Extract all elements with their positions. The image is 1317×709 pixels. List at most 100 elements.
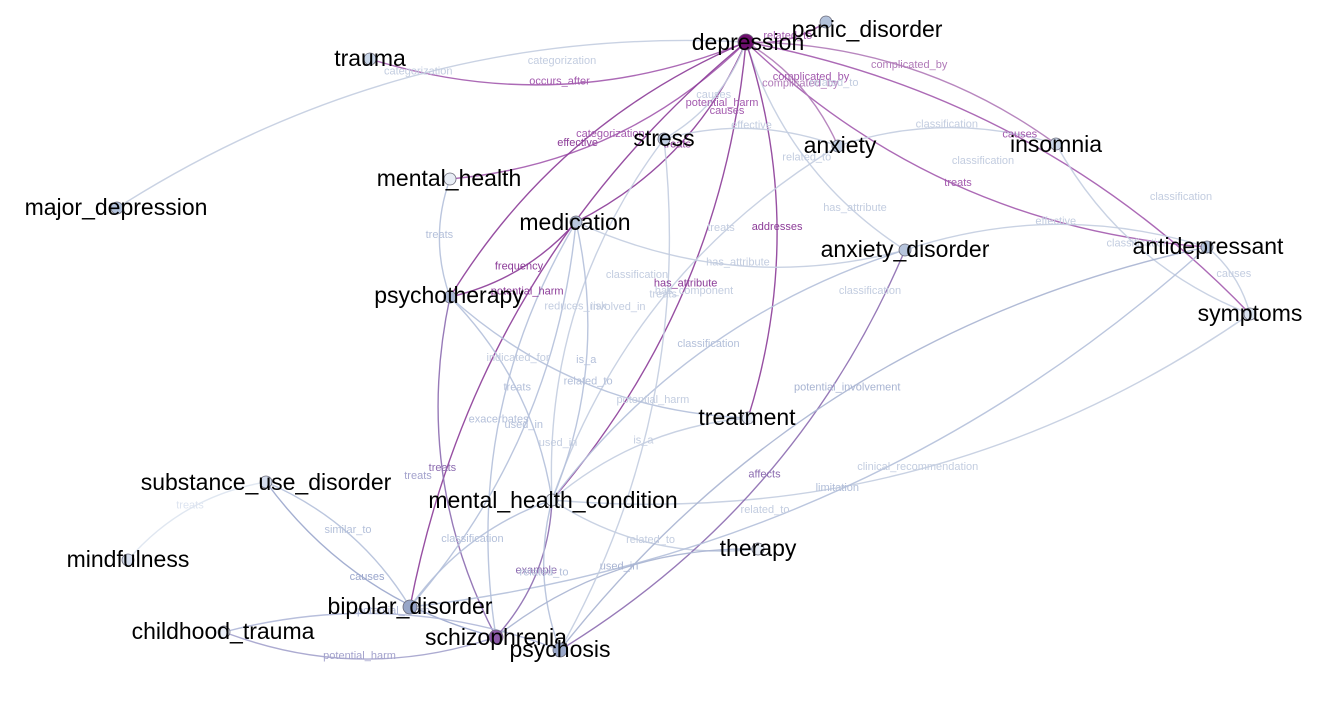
node-label-antidepressant: antidepressant bbox=[1133, 233, 1284, 259]
node-label-trauma: trauma bbox=[334, 45, 406, 71]
edge-anxiety-to-insomnia bbox=[837, 126, 1057, 147]
node-label-childhood-trauma: childhood_trauma bbox=[132, 618, 315, 644]
node-dot-depression bbox=[737, 33, 755, 51]
edge-depression-to-anxiety bbox=[745, 41, 839, 147]
edge-medication-to-bipolar-disorder bbox=[409, 221, 577, 608]
node-anxiety: anxiety bbox=[804, 132, 877, 158]
edge-label-involved-in: involved_in bbox=[590, 301, 645, 313]
node-depression: depression bbox=[692, 29, 805, 55]
edge-label-classification: classification bbox=[952, 155, 1014, 167]
edge-substance-use-disorder-to-bipolar-disorder bbox=[265, 481, 411, 608]
node-label-psychosis: psychosis bbox=[510, 636, 611, 662]
node-dot-insomnia bbox=[1049, 137, 1063, 151]
node-dot-treatment bbox=[741, 411, 755, 425]
edge-label-related-to: related_to bbox=[564, 375, 613, 387]
edge-medication-to-schizophrenia bbox=[487, 221, 577, 638]
edge-label-treats: treats bbox=[663, 138, 691, 150]
edge-label-frequency: frequency bbox=[495, 261, 544, 273]
edge-label-effective: effective bbox=[557, 137, 598, 149]
edge-label-exacerbates: exacerbates bbox=[469, 413, 529, 425]
edge-antidepressant-to-psychosis bbox=[559, 246, 1208, 651]
node-dot-psychotherapy bbox=[443, 290, 457, 304]
edge-label-classification: classification bbox=[677, 338, 739, 350]
edge-label-treats: treats bbox=[944, 177, 972, 189]
edge-label-classification: classification bbox=[1107, 237, 1169, 249]
edge-label-occurs-after: occurs_after bbox=[529, 75, 590, 87]
edge-mental-health-condition-to-therapy bbox=[551, 499, 759, 552]
edge-label-has-component: has_component bbox=[655, 285, 733, 297]
edge-mental-health-condition-to-symptoms bbox=[551, 313, 1251, 505]
node-label-bipolar-disorder: bipolar_disorder bbox=[328, 593, 493, 619]
edge-label-complicated-by: complicated_by bbox=[762, 78, 839, 90]
edge-substance-use-disorder-to-mindfulness bbox=[127, 481, 267, 561]
node-mindfulness: mindfulness bbox=[67, 546, 190, 572]
edge-medication-to-mental-health-condition bbox=[551, 221, 589, 501]
edge-label-treats: treats bbox=[707, 222, 735, 234]
edge-depression-to-insomnia bbox=[745, 41, 1057, 145]
node-dot-mindfulness bbox=[121, 553, 135, 567]
node-insomnia: insomnia bbox=[1010, 131, 1102, 157]
node-dot-symptoms bbox=[1243, 307, 1257, 321]
edge-label-clinical-recommendation: clinical_recommendation bbox=[857, 461, 978, 473]
edge-label-classification: classification bbox=[839, 285, 901, 297]
edge-label-causes: causes bbox=[1002, 129, 1037, 141]
edge-label-has-attribute: has_attribute bbox=[823, 202, 887, 214]
node-dot-major-depression bbox=[110, 201, 124, 215]
edge-label-is-a: is_a bbox=[576, 354, 597, 366]
edge-stress-to-psychosis bbox=[559, 138, 671, 651]
node-dot-bipolar-disorder bbox=[402, 599, 418, 615]
node-dot-substance-use-disorder bbox=[259, 475, 273, 489]
node-label-psychotherapy: psychotherapy bbox=[374, 282, 524, 308]
edge-label-treats: treats bbox=[649, 288, 677, 300]
edge-label-affects: affects bbox=[748, 469, 781, 481]
node-mental-health: mental_health bbox=[377, 165, 522, 191]
edge-depression-to-treatment bbox=[745, 41, 778, 419]
edge-depression-to-bipolar-disorder bbox=[409, 41, 747, 608]
edge-label-related-to: related_to bbox=[520, 567, 569, 579]
edge-label-classification: classification bbox=[441, 533, 503, 545]
edge-label-categorization: categorization bbox=[384, 66, 453, 78]
edge-psychotherapy-to-depression bbox=[449, 41, 747, 298]
edge-mental-health-to-depression bbox=[449, 41, 747, 180]
node-label-mental-health-condition: mental_health_condition bbox=[428, 487, 677, 513]
node-mental-health-condition: mental_health_condition bbox=[428, 487, 677, 513]
node-anxiety-disorder: anxiety_disorder bbox=[821, 236, 990, 262]
node-psychotherapy: psychotherapy bbox=[374, 282, 524, 308]
edge-label-similar-to: similar_to bbox=[324, 524, 371, 536]
edge-label-treats: treats bbox=[503, 381, 531, 393]
node-trauma: trauma bbox=[334, 45, 406, 71]
edge-schizophrenia-to-mental-health-condition bbox=[495, 499, 553, 638]
edge-label-complicated-by: complicated_by bbox=[773, 71, 850, 83]
edge-psychotherapy-to-treatment bbox=[449, 296, 749, 419]
edge-childhood-trauma-to-psychosis bbox=[223, 612, 561, 651]
node-schizophrenia: schizophrenia bbox=[425, 624, 567, 650]
edge-label-treats: treats bbox=[429, 462, 457, 474]
edge-major-depression-to-depression bbox=[116, 39, 747, 209]
edge-label-classification: classification bbox=[916, 119, 978, 131]
edge-label-potential-harm: potential_harm bbox=[323, 650, 396, 662]
edge-substance-use-disorder-to-schizophrenia bbox=[265, 481, 497, 638]
node-symptoms: symptoms bbox=[1198, 300, 1303, 326]
edges-layer bbox=[116, 21, 1251, 660]
node-label-anxiety: anxiety bbox=[804, 132, 877, 158]
node-treatment: treatment bbox=[698, 404, 796, 430]
edge-stress-to-anxiety bbox=[663, 127, 839, 147]
edge-label-has-attribute: has_attribute bbox=[654, 278, 718, 290]
edge-label-is-a: is_a bbox=[633, 434, 654, 446]
edge-label-used-in: used_in bbox=[505, 419, 544, 431]
edge-label-categorization: categorization bbox=[528, 55, 597, 67]
edge-psychotherapy-to-schizophrenia bbox=[437, 296, 497, 638]
edge-label-treats: treats bbox=[176, 500, 204, 512]
node-dot-panic-disorder bbox=[819, 15, 833, 29]
node-dot-therapy bbox=[751, 542, 765, 556]
edge-label-limitation: limitation bbox=[816, 482, 859, 494]
edge-depression-to-symptoms bbox=[745, 41, 1251, 315]
edge-label-related-to: related_to bbox=[810, 77, 859, 89]
node-therapy: therapy bbox=[720, 535, 797, 561]
node-dot-trauma bbox=[363, 52, 377, 66]
edge-label-causes: causes bbox=[350, 571, 385, 583]
node-label-major-depression: major_depression bbox=[25, 194, 208, 220]
node-bipolar-disorder: bipolar_disorder bbox=[328, 593, 493, 619]
